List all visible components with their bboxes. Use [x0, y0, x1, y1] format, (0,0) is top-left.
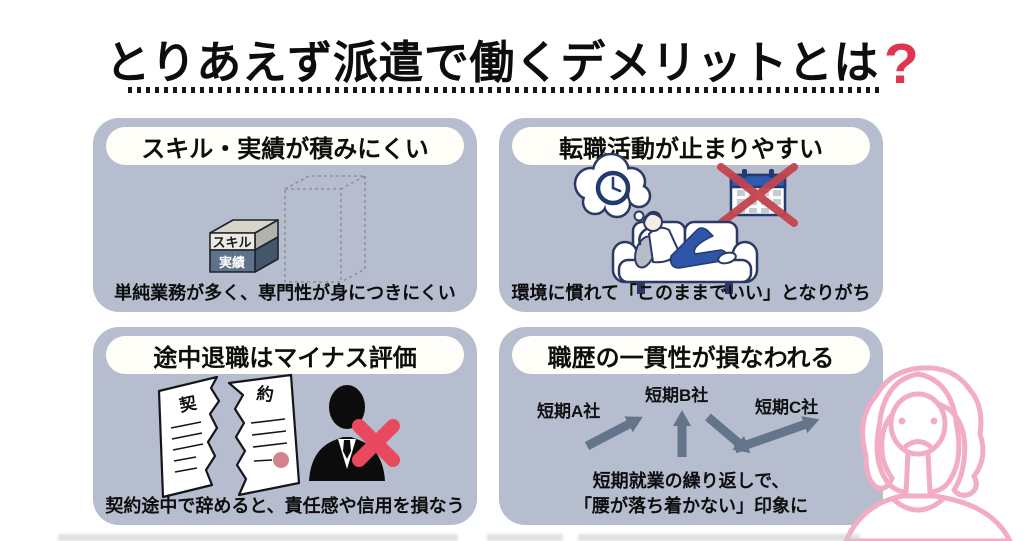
- woman-eye-right: [930, 417, 938, 425]
- page-title-text: とりあえず派遣で働くデメリットとは: [105, 37, 879, 88]
- worried-woman-illustration: [843, 365, 1013, 541]
- page-title: とりあえず派遣で働くデメリットとは?: [0, 26, 1024, 97]
- panel-history-caption-line2: 「腰が落ち着かない」印象に: [574, 496, 808, 516]
- panel-history-caption-line1: 短期就業の繰り返しで、: [592, 471, 790, 491]
- hanko-stamp-icon: [273, 452, 289, 468]
- arrow-down-right-icon: [705, 413, 751, 454]
- panel-history-caption: 短期就業の繰り返しで、 「腰が落ち着かない」印象に: [499, 469, 883, 519]
- calendar-crossed-icon: [717, 163, 798, 227]
- bottom-cutoff-remnant: [58, 534, 458, 541]
- panel-quit: 途中退職はマイナス評価 契 約: [93, 327, 477, 525]
- torn-contract-right-icon: 約: [227, 373, 301, 497]
- skill-result-boxes-icon: [209, 219, 279, 273]
- red-cross-icon: [352, 419, 400, 467]
- panel-skill-header: スキル・実績が積みにくい: [106, 127, 464, 165]
- panel-stall: 転職活動が止まりやすい: [499, 118, 883, 312]
- dashed-box-outline-icon: [284, 175, 366, 283]
- company-c-label: 短期C社: [755, 398, 819, 417]
- woman-collar: [891, 497, 945, 513]
- panel-stall-caption: 環境に慣れて「このままでいい」となりがち: [511, 283, 871, 303]
- woman-body: [843, 493, 1013, 541]
- bottom-cutoff-remnant: [487, 534, 563, 541]
- contract-left-char: 契: [176, 392, 199, 416]
- woman-face: [888, 391, 948, 457]
- arrow-icons: [584, 410, 820, 457]
- panel-history: 職歴の一貫性が損なわれる 短期A社 短期B社 短期C社 短期就業の繰り返しで、 …: [499, 327, 883, 525]
- panel-quit-header: 途中退職はマイナス評価: [106, 336, 464, 374]
- panel-quit-caption: 契約途中で辞めると、責任感や信用を損なう: [105, 496, 465, 516]
- woman-eye-left: [898, 417, 906, 425]
- lying-person-icon: [634, 210, 737, 269]
- arrow-up-right-icon: [584, 416, 643, 450]
- panel-history-header: 職歴の一貫性が損なわれる: [512, 336, 870, 374]
- torn-contract-illustration: 契 約: [157, 373, 400, 499]
- company-a-label: 短期A社: [537, 402, 601, 421]
- woman-frown-mouth: [903, 439, 933, 449]
- stacked-boxes-illustration: スキル 実績: [209, 175, 366, 283]
- question-mark-icon: ?: [883, 32, 919, 96]
- career-hop-arrows-illustration: [584, 410, 820, 457]
- company-b-label: 短期B社: [645, 386, 709, 405]
- result-box-label: 実績: [219, 255, 245, 270]
- couch-person-illustration: [573, 152, 798, 294]
- bottom-cutoff-remnant: [578, 534, 860, 541]
- panel-skill: スキル・実績が積みにくい スキル 実績 単純業務が多く、専門性が身につきにくい: [93, 118, 477, 312]
- torn-contract-left-icon: 契: [157, 375, 221, 499]
- skill-box-label: スキル: [212, 235, 251, 250]
- title-dotted-underline: [128, 87, 882, 93]
- panel-skill-caption: 単純業務が多く、専門性が身につきにくい: [114, 283, 456, 303]
- arrow-up-right-icon: [733, 416, 820, 454]
- contract-right-char: 約: [255, 383, 275, 405]
- clock-icon: [595, 170, 631, 206]
